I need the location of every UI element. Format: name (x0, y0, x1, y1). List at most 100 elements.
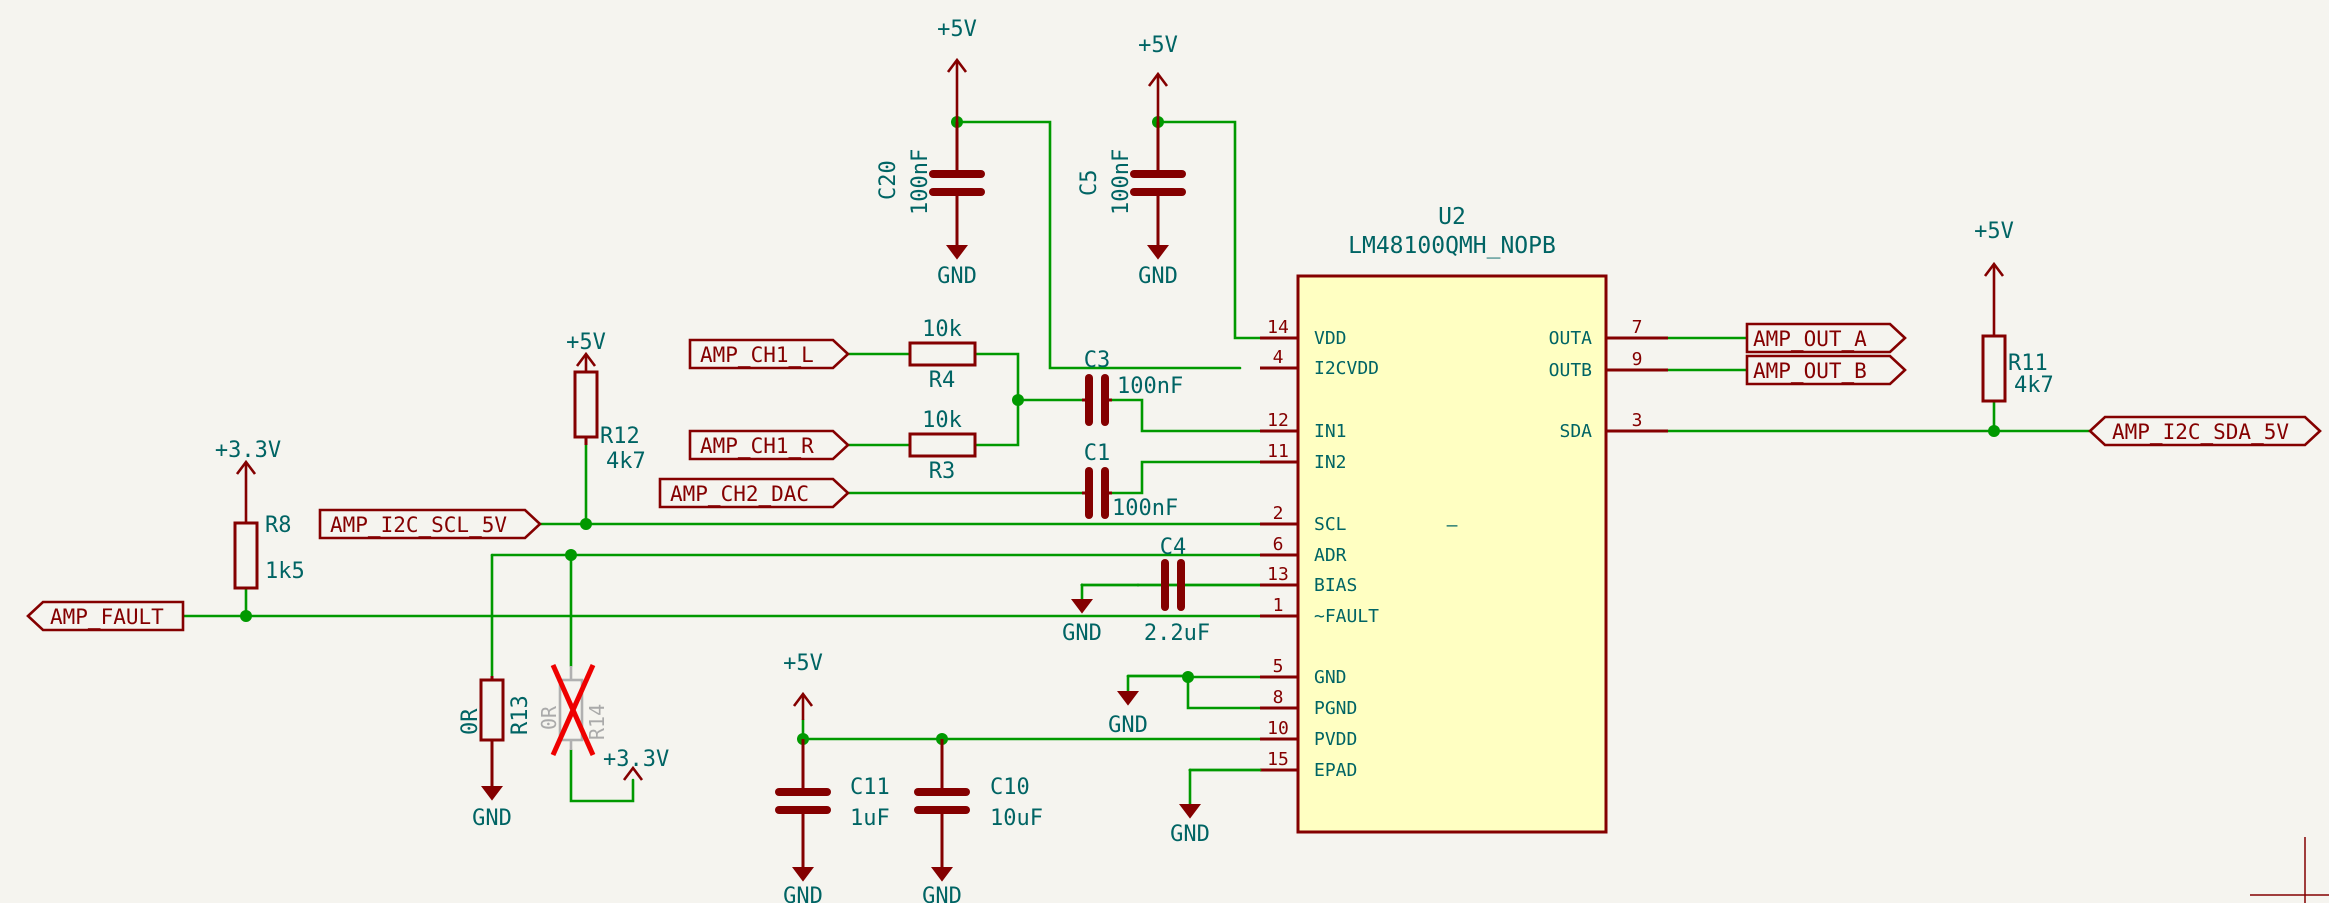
r14-value: 0R (537, 705, 561, 730)
pin-name: ADR (1314, 545, 1347, 566)
capacitor-c10[interactable]: C10 10uF (914, 739, 1043, 868)
resistor-r8[interactable]: R8 1k5 (233, 513, 305, 590)
pin-name: IN1 (1314, 421, 1347, 442)
ground-c20: GND (937, 245, 977, 289)
net-label-amp-ch1-r[interactable]: AMP_CH1_R (688, 429, 850, 461)
r4-ref: R4 (929, 368, 956, 393)
capacitor-c3[interactable]: C3 100nF (1082, 348, 1183, 426)
net-label-amp-i2c-sda-5v[interactable]: AMP_I2C_SDA_5V (2088, 415, 2322, 447)
c4-value: 2.2uF (1144, 621, 1210, 646)
c4-ref: C4 (1160, 535, 1187, 560)
ic-pin-fault[interactable]: 1 ~FAULT (1260, 595, 1379, 627)
pin-number: 9 (1632, 349, 1643, 370)
net-label-amp-i2c-scl-5v[interactable]: AMP_I2C_SCL_5V (318, 508, 542, 540)
capacitor-c20[interactable]: C20 100nF (876, 122, 985, 246)
c11-value: 1uF (850, 806, 890, 831)
pin-name: SCL (1314, 514, 1347, 535)
power-label: +3.3V (603, 747, 669, 772)
resistor-r14-dnp[interactable]: 0R R14 (537, 663, 609, 757)
resistor-r12[interactable]: R12 4k7 (573, 370, 646, 474)
power-label: +5V (783, 651, 823, 676)
label-text: AMP_I2C_SCL_5V (330, 513, 507, 537)
r14-ref: R14 (585, 704, 609, 740)
ground-c11: GND (783, 867, 823, 903)
net-label-amp-ch1-l[interactable]: AMP_CH1_L (688, 338, 850, 370)
resistor-r11[interactable]: R11 4k7 (1981, 334, 2054, 403)
resistor-r4[interactable]: 10k R4 (908, 317, 977, 393)
gnd-label: GND (922, 884, 962, 903)
capacitor-c1[interactable]: C1 100nF (1082, 441, 1178, 521)
label-text: AMP_I2C_SDA_5V (2112, 420, 2289, 444)
r12-value: 4k7 (606, 449, 646, 474)
r4-value: 10k (922, 317, 962, 342)
power-p5v-c5: +5V (1138, 33, 1178, 122)
r13-value: 0R (458, 708, 483, 735)
r3-value: 10k (922, 408, 962, 433)
power-p5v-pvdd: +5V (783, 651, 823, 720)
ic-u2[interactable]: U2 LM48100QMH_NOPB – 14VDD4I2CVDD12IN111… (1260, 204, 1668, 834)
r13-ref: R13 (508, 695, 533, 735)
pin-number: 13 (1267, 564, 1289, 585)
label-text: AMP_OUT_A (1753, 327, 1867, 351)
pin-name: GND (1314, 667, 1347, 688)
pin-number: 14 (1267, 317, 1289, 338)
c1-value: 100nF (1112, 496, 1178, 521)
gnd-label: GND (1138, 264, 1178, 289)
net-label-amp-out-a[interactable]: AMP_OUT_A (1745, 322, 1907, 354)
pin-number: 8 (1273, 687, 1284, 708)
label-text: AMP_FAULT (50, 605, 164, 629)
power-label: +3.3V (215, 438, 281, 463)
ic-value: LM48100QMH_NOPB (1348, 233, 1556, 259)
capacitor-c5[interactable]: C5 100nF (1077, 122, 1186, 246)
capacitor-c11[interactable]: C11 1uF (775, 739, 890, 868)
ground-c10: GND (922, 867, 962, 903)
sheet-border (2250, 837, 2329, 903)
dnp-cross-mark (550, 663, 596, 757)
capacitor-c4[interactable]: C4 2.2uF (1144, 535, 1210, 646)
resistor-r3[interactable]: 10k R3 (908, 408, 977, 484)
net-label-amp-ch2-dac[interactable]: AMP_CH2_DAC (658, 477, 850, 509)
c20-value: 100nF (908, 149, 933, 215)
pin-number: 2 (1273, 503, 1284, 524)
ic-body (1296, 274, 1608, 834)
net-label-amp-out-b[interactable]: AMP_OUT_B (1745, 354, 1907, 386)
ic-ref: U2 (1438, 204, 1466, 230)
resistor-r13[interactable]: 0R R13 (458, 676, 533, 786)
label-text: AMP_CH2_DAC (670, 482, 809, 506)
pin-number: 1 (1273, 595, 1284, 616)
ground-c5: GND (1138, 245, 1178, 289)
pin-name: ~FAULT (1314, 606, 1379, 627)
ground-epad: GND (1170, 768, 1262, 847)
power-p3v3-r14: +3.3V (603, 747, 669, 781)
pin-number: 15 (1267, 749, 1289, 770)
pin-name: EPAD (1314, 760, 1357, 781)
net-label-amp-fault[interactable]: AMP_FAULT (26, 600, 185, 632)
r3-ref: R3 (929, 459, 956, 484)
power-p5v-r11: +5V (1974, 219, 2014, 336)
gnd-label: GND (937, 264, 977, 289)
ground-ic-gnd: GND (1108, 674, 1190, 738)
c20-ref: C20 (876, 160, 901, 200)
power-label: +5V (1974, 219, 2014, 244)
power-p5v-c20: +5V (937, 17, 977, 122)
gnd-label: GND (1062, 621, 1102, 646)
label-text: AMP_CH1_R (700, 434, 814, 458)
r8-value: 1k5 (265, 559, 305, 584)
pin-name: OUTA (1549, 328, 1593, 349)
